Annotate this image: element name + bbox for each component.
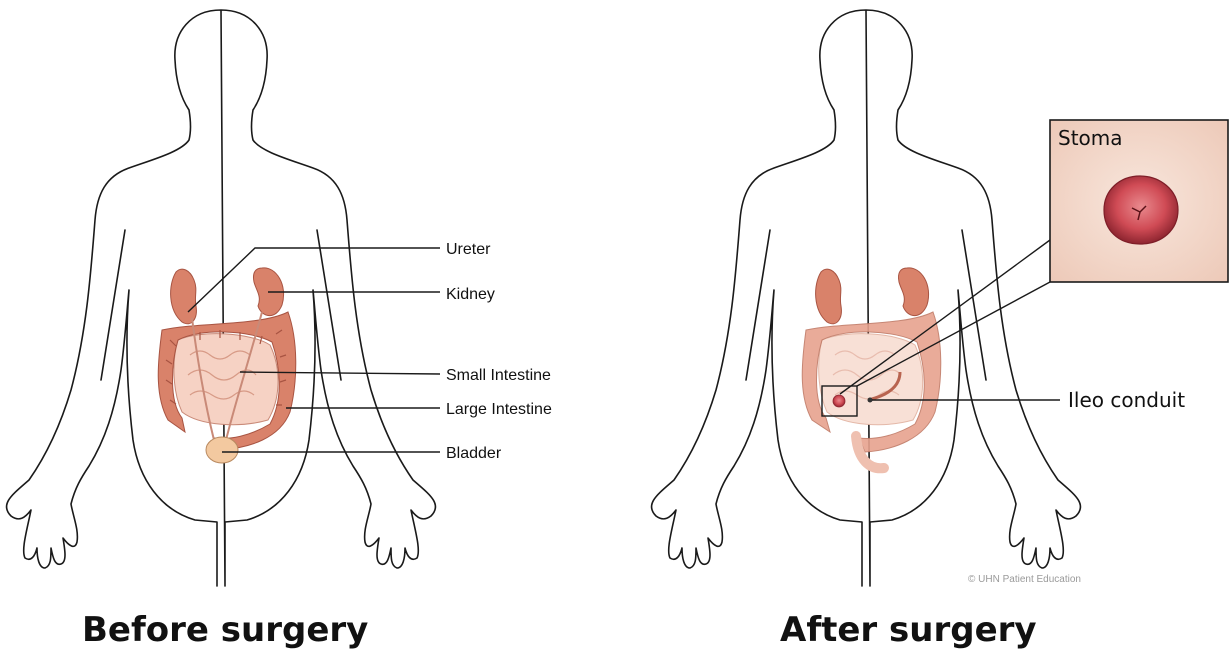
caption-before-surgery: Before surgery <box>82 610 368 650</box>
label-ileo-conduit: Ileo conduit <box>1068 388 1185 412</box>
after-surgery-figure <box>651 10 1080 586</box>
credit-text: © UHN Patient Education <box>968 574 1081 585</box>
before-surgery-figure <box>6 10 435 586</box>
label-small-intestine: Small Intestine <box>446 367 551 384</box>
body-outline <box>651 10 1080 586</box>
label-bladder: Bladder <box>446 445 502 462</box>
small-intestine-shape <box>174 334 278 425</box>
bladder-shape <box>206 437 238 463</box>
label-stoma: Stoma <box>1058 126 1123 150</box>
body-outline <box>6 10 435 586</box>
label-kidney: Kidney <box>446 286 495 303</box>
label-large-intestine: Large Intestine <box>446 401 552 418</box>
caption-after-surgery: After surgery <box>780 610 1037 650</box>
label-ureter: Ureter <box>446 241 491 258</box>
